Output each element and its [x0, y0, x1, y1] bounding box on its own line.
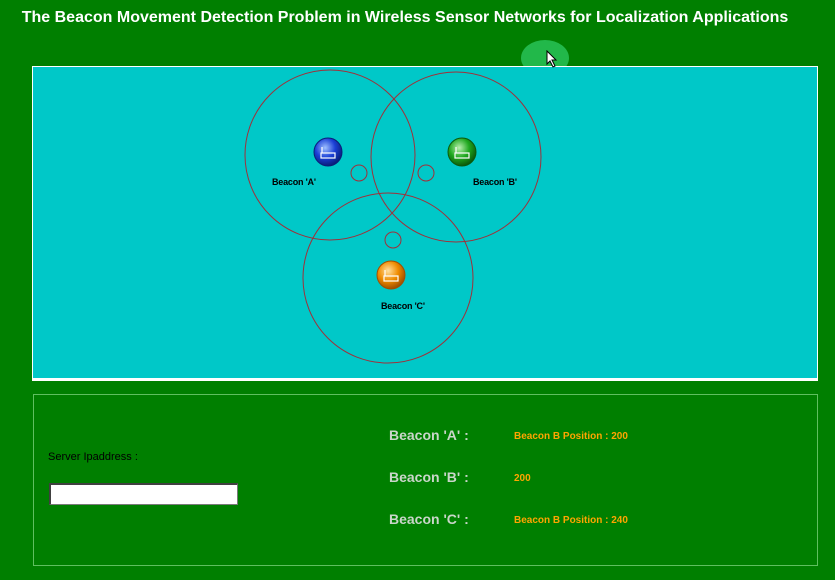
beacon-label-a: Beacon 'A' — [272, 177, 316, 187]
beacon-b-label: Beacon 'B' : — [389, 469, 469, 485]
beacon-label-b: Beacon 'B' — [473, 177, 517, 187]
beacon-b-value: 200 — [514, 473, 531, 484]
router-icon-blue — [313, 137, 343, 167]
beacon-c-value: Beacon B Position : 240 — [514, 515, 628, 526]
page-title: The Beacon Movement Detection Problem in… — [21, 9, 789, 26]
beacon-map — [244, 69, 542, 364]
info-panel: Server Ipaddress : Beacon 'A' : Beacon B… — [33, 394, 818, 566]
server-ip-label: Server Ipaddress : — [48, 451, 138, 463]
beacon-a-label: Beacon 'A' : — [389, 427, 469, 443]
node-marker — [417, 164, 435, 182]
beacon-canvas[interactable]: Beacon 'A' Beacon 'B' Beacon 'C' — [32, 66, 818, 381]
beacon-c-label: Beacon 'C' : — [389, 511, 469, 527]
range-circle-a — [244, 69, 416, 241]
range-circle-c — [302, 192, 474, 364]
mouse-cursor-icon — [546, 50, 558, 68]
router-icon-green — [447, 137, 477, 167]
node-marker — [350, 164, 368, 182]
node-marker — [384, 231, 402, 249]
router-icon-orange — [376, 260, 406, 290]
range-circle-b — [370, 71, 542, 243]
server-ip-input[interactable] — [49, 483, 238, 505]
beacon-label-c: Beacon 'C' — [381, 301, 425, 311]
beacon-a-value: Beacon B Position : 200 — [514, 431, 628, 442]
